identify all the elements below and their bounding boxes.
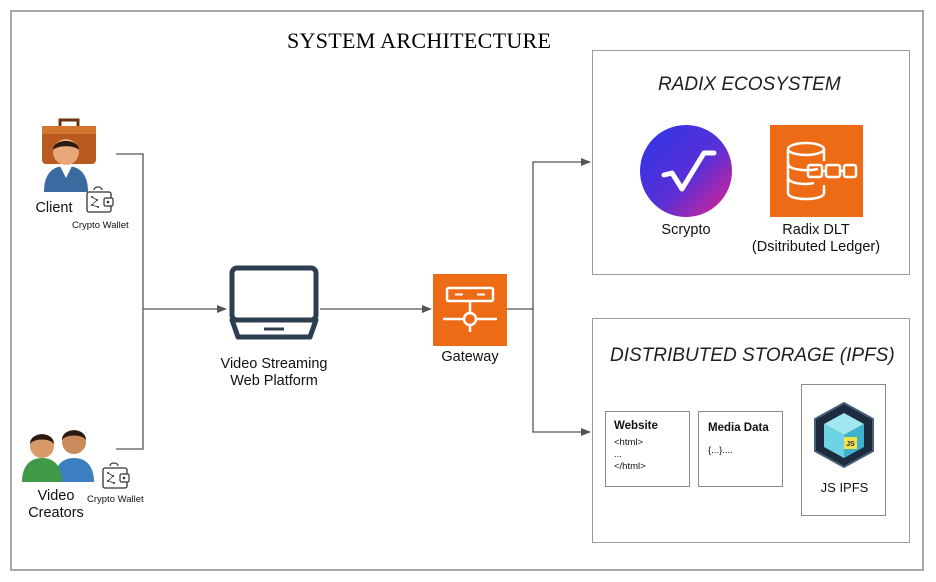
to-radix-arrow [507,158,591,310]
client-avatar-icon [42,118,96,192]
client-wallet-label: Crypto Wallet [72,220,129,231]
platform-label-line2: Web Platform [230,373,318,389]
scrypto-label: Scrypto [661,222,711,238]
gateway-label: Gateway [441,349,499,365]
to-storage-arrow [532,309,591,436]
media-data-box: Media Data {...}.... [698,411,783,487]
client-label: Client [35,200,73,216]
creators-wallet-icon [102,462,130,489]
gateway-icon [433,274,507,346]
website-box-code: <html> ... </html> [614,437,646,472]
radix-dlt-icon [770,125,863,217]
diagram-title: SYSTEM ARCHITECTURE [287,28,552,53]
creators-wallet-label: Crypto Wallet [87,494,144,505]
client-wallet-icon [86,186,114,213]
diagram-frame [10,10,924,571]
radix-dlt-label-line2: (Dsitributed Ledger) [751,239,881,255]
js-ipfs-box: JS JS IPFS [801,384,886,516]
media-data-box-title: Media Data [708,422,769,434]
video-creators-label-line1: Video [37,488,75,504]
monitor-icon [229,265,319,340]
video-creators-avatar-icon [22,430,94,482]
ipfs-js-badge: JS [846,441,855,448]
video-creators-label-line2: Creators [28,505,84,521]
platform-label: Video Streaming Web Platform [208,356,340,390]
client-connector [116,153,144,309]
website-box: Website <html> ... </html> [605,411,690,487]
scrypto-logo-icon [640,125,732,217]
radix-ecosystem-title: RADIX ECOSYSTEM [658,74,841,95]
js-ipfs-label: JS IPFS [820,480,869,495]
website-box-title: Website [614,420,658,432]
media-data-box-code: {...}.... [708,445,733,456]
video-creators-label: Video Creators [20,488,92,522]
distributed-storage-title: DISTRIBUTED STORAGE (IPFS) [610,345,895,366]
creators-connector [116,309,144,450]
radix-dlt-label-line1: Radix DLT [782,222,850,238]
platform-label-line1: Video Streaming [220,356,328,372]
radix-dlt-label: Radix DLT (Dsitributed Ledger) [740,222,892,256]
ipfs-cube-icon: JS [814,401,874,469]
